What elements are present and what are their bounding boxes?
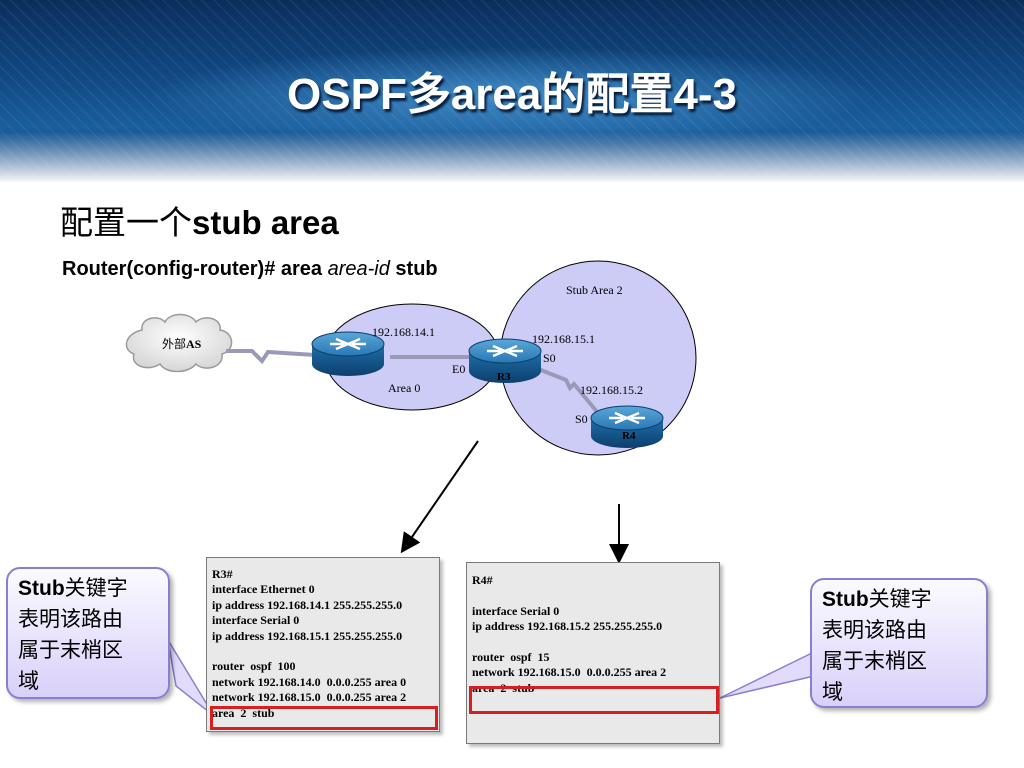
- slide-title: OSPF多area的配置4-3: [287, 70, 737, 119]
- r3-config-line: network 192.168.14.0 0.0.0.255 area 0: [212, 674, 407, 689]
- router-r3-icon: [468, 338, 542, 383]
- r3-config-line: R3#: [212, 567, 233, 581]
- r4-config-line: router ospf 15: [472, 649, 550, 664]
- callout-left-line-2: 表明该路由: [18, 607, 123, 631]
- r4-stub-highlight: [469, 686, 719, 714]
- r3-config-line: router ospf 100: [212, 659, 296, 674]
- r3-config-line: ip address 192.168.14.1 255.255.255.0: [212, 597, 403, 612]
- callout-right-line-2: 表明该路由: [822, 618, 927, 642]
- r3-config-line: area 2 stub: [212, 705, 275, 720]
- r4-config-line: network 192.168.15.0 0.0.0.255 area 2: [472, 665, 667, 680]
- r3-config-line: ip address 192.168.15.1 255.255.255.0: [212, 628, 403, 643]
- r3-name-label: R3: [497, 371, 511, 383]
- serial-link-r3-r4: [535, 366, 600, 415]
- r3-config-line: interface Ethernet 0: [212, 582, 315, 597]
- stub-area-label: Stub Area 2: [566, 283, 623, 297]
- subtitle-cn: 配置一个: [60, 206, 192, 242]
- callout-left: Stub关键字 表明该路由 属于末梢区 域: [6, 567, 170, 699]
- r4-config-box: R4# interface Serial 0 ip address 192.16…: [466, 562, 720, 744]
- r4-config-line: R4#: [472, 573, 493, 587]
- slide-subtitle: 配置一个stub area: [60, 196, 339, 244]
- r4-config-line: [472, 588, 714, 603]
- subtitle-en: stub area: [192, 204, 339, 241]
- cloud-label: 外部AS: [162, 336, 202, 351]
- router-r4-icon: [590, 405, 664, 448]
- r4-config-line: ip address 192.168.15.2 255.255.255.0: [472, 619, 663, 634]
- wan-link-external: [226, 349, 316, 365]
- area0-label: Area 0: [388, 381, 420, 395]
- router-icon: [311, 331, 385, 376]
- r4-name-label: R4: [622, 430, 636, 442]
- r3-stub-highlight: [210, 706, 438, 730]
- callout-right: Stub关键字 表明该路由 属于末梢区 域: [810, 578, 988, 708]
- command-suffix: stub: [389, 258, 438, 280]
- r3-s0-label: S0: [543, 351, 556, 365]
- callout-right-text-1: 关键字: [868, 587, 932, 611]
- r4-config-line: [472, 635, 714, 650]
- r4-ip-label: 192.168.15.2: [580, 383, 643, 397]
- r3-s0-ip-label: 192.168.15.1: [532, 332, 595, 346]
- r4-s0-label: S0: [575, 412, 588, 426]
- callout-left-bold: Stub: [18, 577, 65, 600]
- command-prefix: Router(config-router)# area: [62, 258, 328, 280]
- r3-e0-label: E0: [452, 362, 465, 376]
- callout-left-line-1: Stub关键字: [18, 573, 158, 604]
- r3-config-box: R3# interface Ethernet 0 ip address 192.…: [206, 557, 440, 732]
- command-syntax: Router(config-router)# area area-id stub: [62, 258, 438, 281]
- callout-left-line-3: 属于末梢区: [18, 638, 123, 662]
- r3-config-line: network 192.168.15.0 0.0.0.255 area 2: [212, 690, 407, 705]
- callout-right-line-1: Stub关键字: [822, 584, 976, 615]
- r3-config-line: interface Serial 0: [212, 613, 300, 628]
- callout-right-line-4: 域: [822, 680, 843, 704]
- arrow-to-r3-config: [400, 440, 479, 554]
- banner-fade: [0, 132, 1024, 184]
- callout-left-text-1: 关键字: [64, 576, 128, 600]
- external-as-cloud: [125, 313, 233, 373]
- callout-right-line-3: 属于末梢区: [822, 649, 927, 673]
- callout-left-line-4: 域: [18, 669, 39, 693]
- area0-ip-label: 192.168.14.1: [372, 325, 435, 339]
- r4-config-line: interface Serial 0: [472, 603, 560, 618]
- callout-left-pointer: [167, 639, 215, 717]
- callout-right-pointer: [719, 650, 815, 699]
- callout-right-bold: Stub: [822, 588, 869, 611]
- r3-config-line: [212, 644, 434, 659]
- command-arg: area-id: [327, 258, 390, 280]
